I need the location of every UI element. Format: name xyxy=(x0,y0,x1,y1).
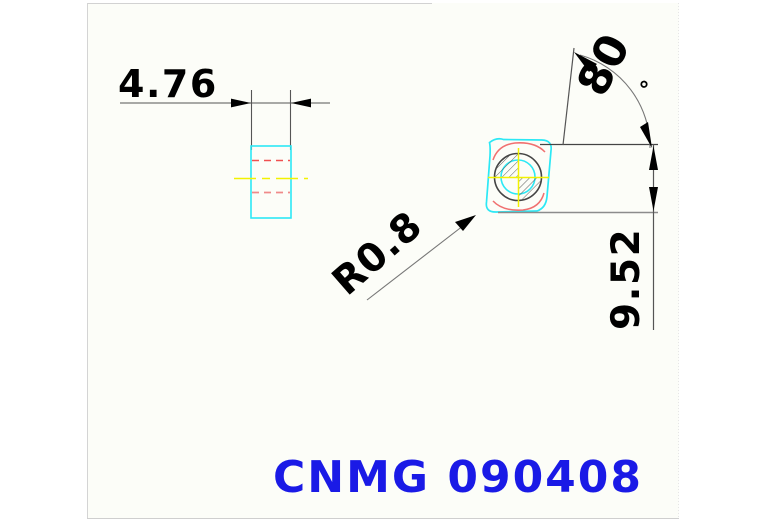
corner-radius-arc-bottom xyxy=(492,192,545,211)
drawing-title: CNMG 090408 xyxy=(273,452,643,503)
side-view-group: 4.76 xyxy=(118,62,330,219)
dim-angle-arrow-end xyxy=(640,122,652,148)
dim-ic-arrow-lower xyxy=(649,187,658,211)
corner-radius-arc-top xyxy=(492,142,546,161)
side-view-body-outline xyxy=(250,145,292,219)
drawing-viewport xyxy=(87,3,679,519)
dim-thickness-label: 4.76 xyxy=(118,62,218,106)
dim-ic-arrow-upper xyxy=(649,146,658,170)
dim-angle-leg-upper xyxy=(562,47,575,146)
corner-radius-leader-arrow xyxy=(455,215,476,231)
dim-inscribed-circle-label: 9.52 xyxy=(604,228,649,330)
insert-outline xyxy=(485,137,553,213)
dim-thickness-arrow-left xyxy=(231,98,251,108)
dim-thickness-arrow-right xyxy=(291,98,311,108)
dim-angle-arrow-start xyxy=(574,52,597,72)
corner-radius-leader-line xyxy=(366,221,469,301)
